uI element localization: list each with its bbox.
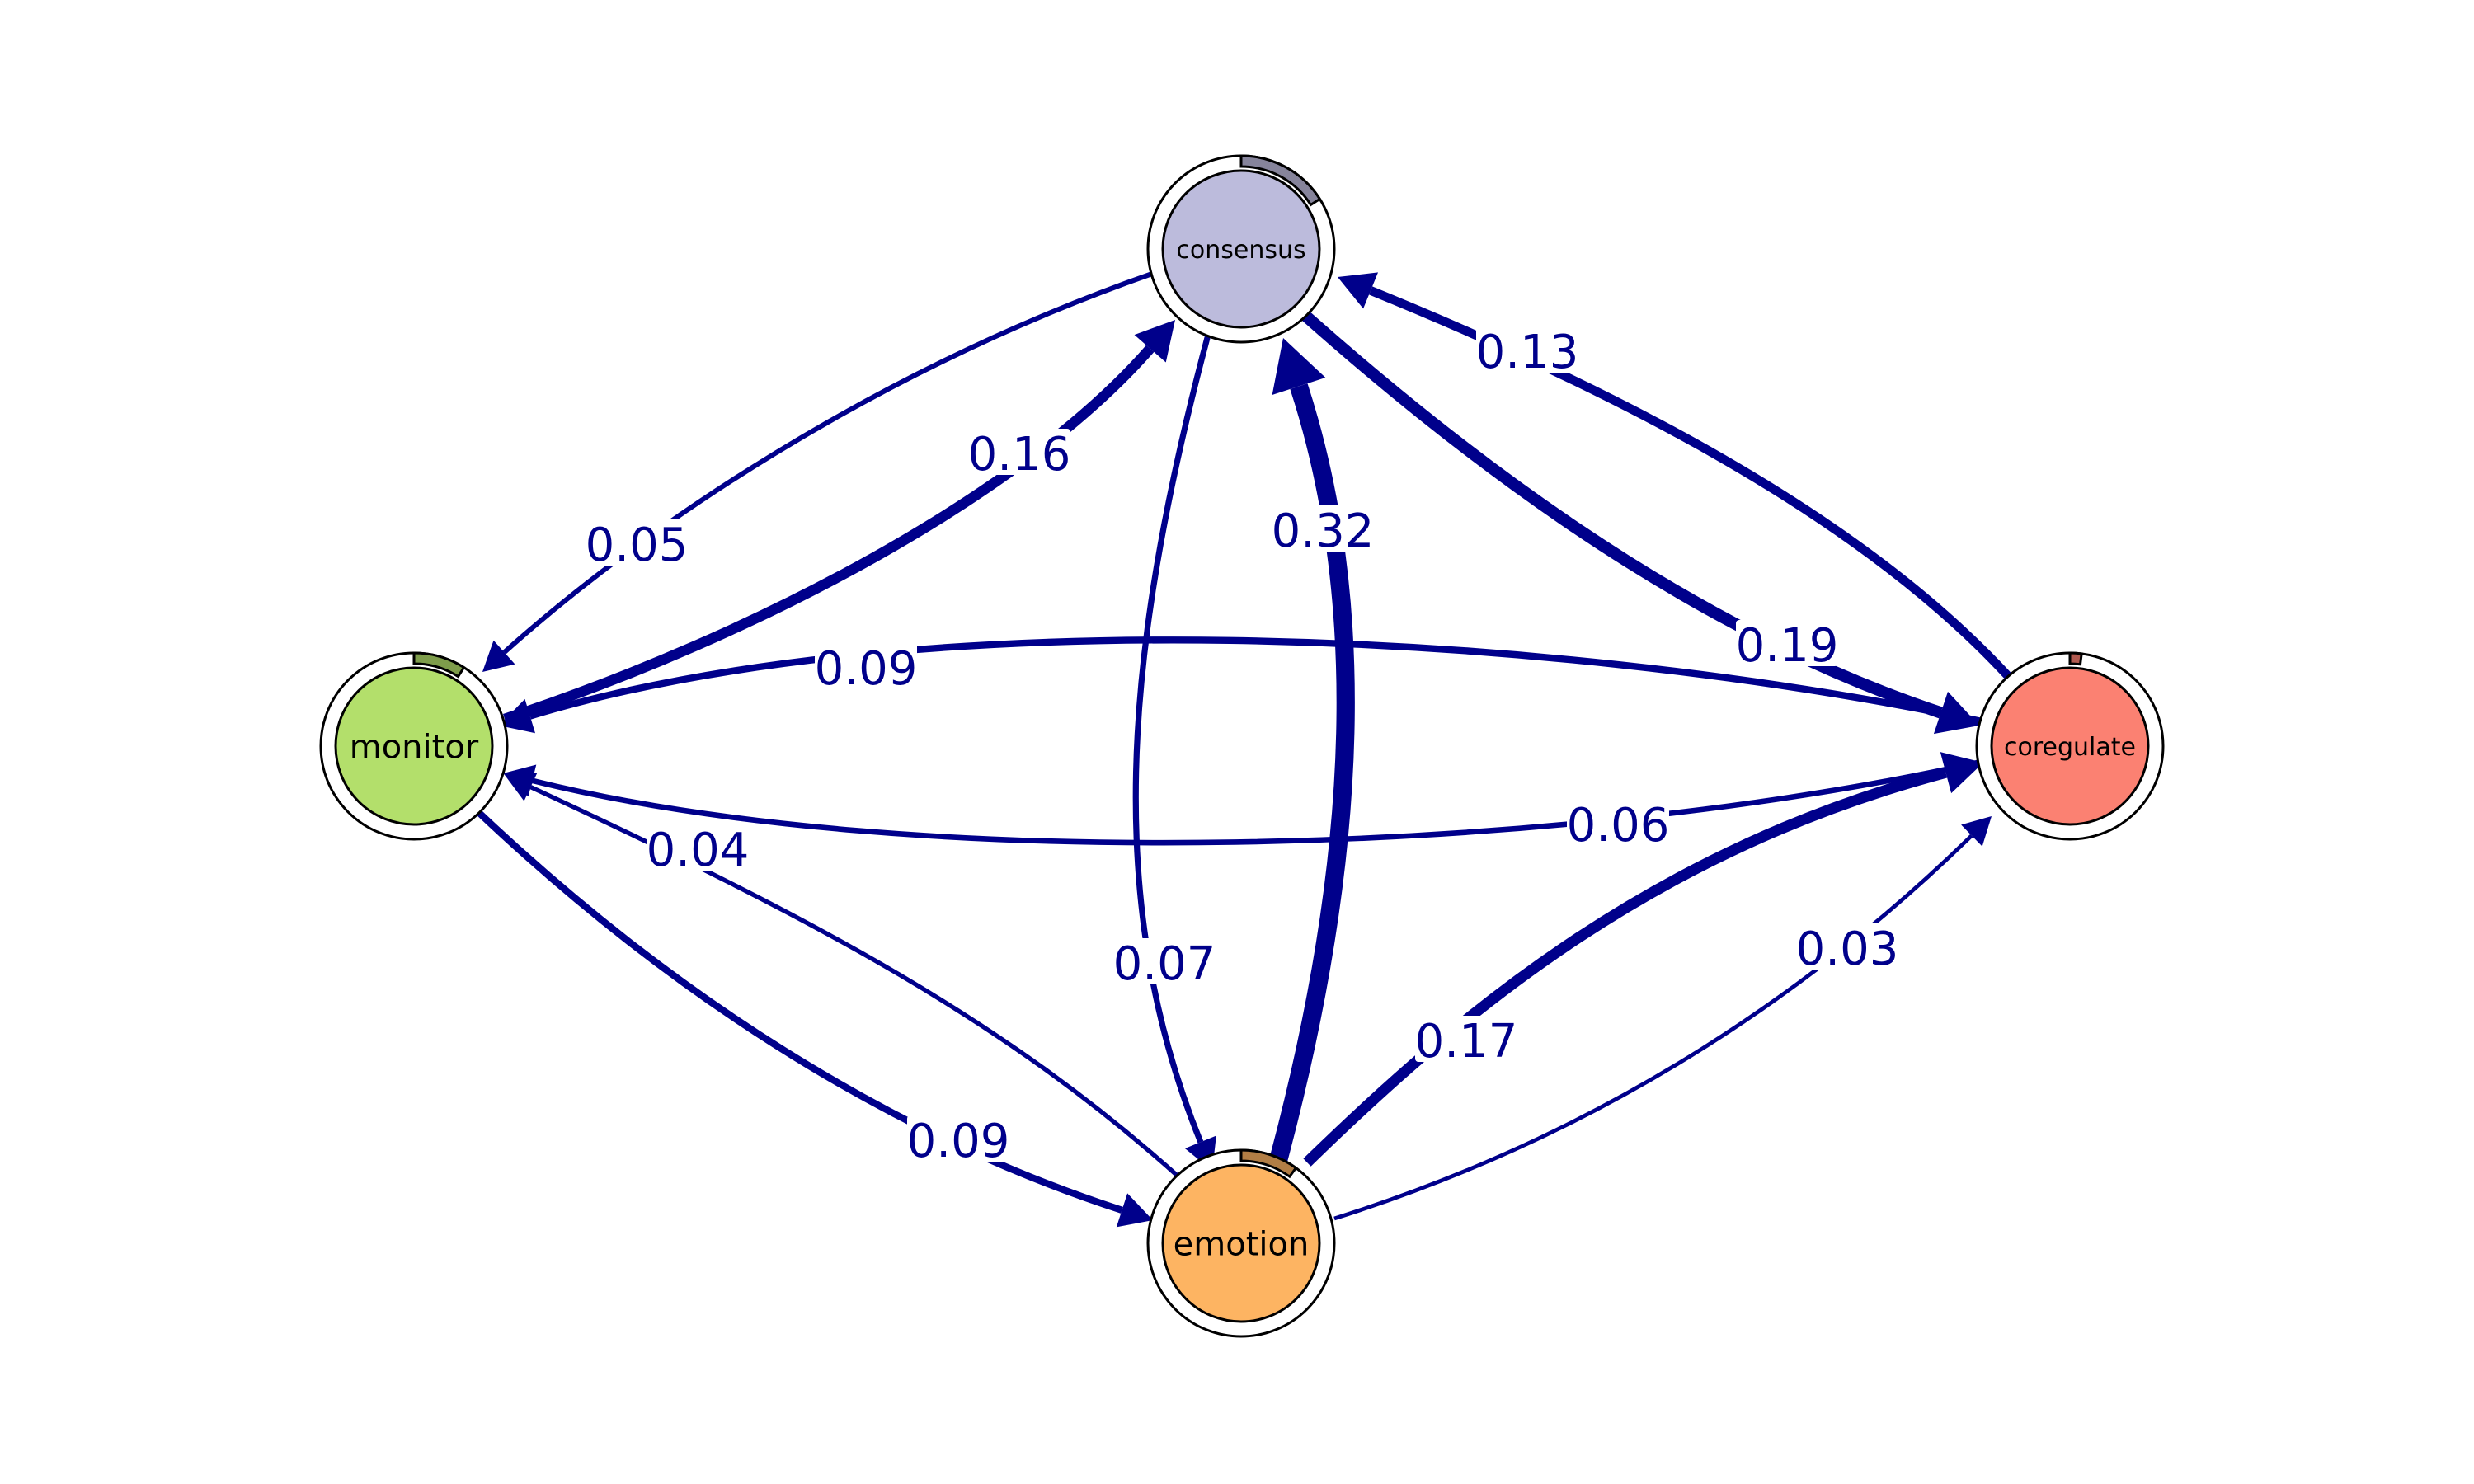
edge-label-emotion-to-monitor: 0.04 bbox=[647, 824, 750, 877]
edge-arrowhead bbox=[499, 698, 535, 734]
edge-label-consensus-to-coregulate: 0.19 bbox=[1736, 619, 1839, 673]
edge-label-background bbox=[1736, 620, 1838, 666]
edge-label-background bbox=[1415, 1016, 1517, 1062]
node-label: coregulate bbox=[2004, 733, 2136, 762]
node-pie-segment bbox=[2068, 651, 2083, 666]
node-circle bbox=[1161, 1163, 1321, 1323]
edge-line bbox=[529, 636, 1987, 726]
edge-line bbox=[1268, 383, 1355, 1169]
edge-line bbox=[531, 759, 1978, 846]
edge-weight-label: 0.03 bbox=[1796, 923, 1899, 976]
node-label: emotion bbox=[1174, 1225, 1310, 1263]
edge-arrowhead bbox=[1134, 320, 1175, 363]
edge-layer bbox=[476, 271, 2011, 1228]
edge-arrowhead bbox=[1272, 338, 1326, 395]
edge-weight-label: 0.09 bbox=[815, 642, 918, 696]
edge-label-background bbox=[647, 824, 749, 871]
edge-line bbox=[529, 785, 1181, 1180]
edge-weight-label: 0.16 bbox=[968, 428, 1071, 481]
edge-weight-label: 0.32 bbox=[1272, 505, 1375, 558]
edge-label-emotion-to-coregulate: 0.03 bbox=[1796, 923, 1899, 976]
edge-label-background bbox=[1272, 505, 1374, 552]
edge-line bbox=[1369, 286, 2011, 679]
edge-label-background bbox=[815, 643, 917, 689]
edge-weight-label: 0.07 bbox=[1113, 937, 1216, 991]
edge-monitor-to-emotion bbox=[476, 809, 1153, 1228]
edge-line bbox=[1300, 310, 1943, 719]
edge-label-emotion-to-coregulate: 0.17 bbox=[1415, 1015, 1518, 1068]
edge-arrowhead bbox=[482, 640, 515, 672]
node-consensus: consensus bbox=[1146, 154, 1336, 344]
edge-arrowhead bbox=[1961, 816, 1992, 847]
edge-line bbox=[476, 809, 1123, 1214]
node-label: monitor bbox=[350, 728, 479, 766]
edge-coregulate-to-monitor bbox=[499, 636, 1987, 734]
edge-arrowhead bbox=[505, 773, 538, 801]
edge-label-consensus-to-emotion: 0.07 bbox=[1113, 937, 1216, 991]
edge-label-consensus-to-monitor: 0.05 bbox=[586, 519, 689, 572]
edge-line bbox=[502, 271, 1153, 655]
edge-weight-label: 0.19 bbox=[1736, 619, 1839, 673]
node-pie-segment bbox=[1239, 1148, 1298, 1179]
edge-weight-label: 0.06 bbox=[1567, 799, 1670, 852]
node-emotion: emotion bbox=[1146, 1148, 1336, 1338]
edge-label-background bbox=[1113, 938, 1216, 984]
edge-weight-label: 0.13 bbox=[1476, 326, 1579, 379]
edge-consensus-to-emotion bbox=[1132, 334, 1216, 1171]
node-circle bbox=[334, 666, 494, 826]
edge-weight-label: 0.04 bbox=[647, 824, 750, 877]
edge-arrowhead bbox=[1940, 752, 1983, 794]
edge-arrowhead bbox=[1338, 272, 1379, 309]
edge-label-monitor-to-consensus: 0.16 bbox=[968, 428, 1071, 481]
edge-label-coregulate-to-monitor: 0.09 bbox=[815, 642, 918, 696]
node-circle bbox=[1161, 169, 1321, 329]
edge-weight-label: 0.05 bbox=[586, 519, 689, 572]
node-pie-segment bbox=[412, 651, 466, 679]
edge-label-coregulate-to-consensus: 0.13 bbox=[1476, 326, 1579, 379]
node-label: consensus bbox=[1176, 236, 1305, 265]
edge-label-background bbox=[907, 1115, 1009, 1162]
node-coregulate: coregulate bbox=[1975, 651, 2165, 841]
edge-arrowhead bbox=[1116, 1193, 1153, 1228]
edge-line bbox=[503, 345, 1155, 724]
edge-label-background bbox=[1567, 800, 1669, 846]
edge-label-monitor-to-emotion: 0.09 bbox=[907, 1115, 1010, 1168]
edge-line bbox=[1132, 334, 1211, 1144]
edge-label-background bbox=[1476, 326, 1578, 373]
edge-label-emotion-to-consensus: 0.32 bbox=[1272, 505, 1375, 558]
edge-emotion-to-consensus bbox=[1268, 338, 1355, 1169]
edge-label-background bbox=[968, 429, 1070, 475]
edge-emotion-to-coregulate bbox=[1333, 816, 1992, 1221]
edge-label-coregulate-to-monitor: 0.06 bbox=[1567, 799, 1670, 852]
edge-label-background bbox=[586, 519, 688, 566]
edge-monitor-to-consensus bbox=[503, 320, 1175, 724]
node-circle bbox=[1990, 666, 2150, 826]
edge-emotion-to-coregulate bbox=[1303, 752, 1983, 1167]
edge-line bbox=[1333, 834, 1973, 1221]
edge-coregulate-to-consensus bbox=[1338, 272, 2011, 679]
edge-label-layer: 0.05 0.16 0.32 0.07 0.13 0.19 0.09 0.06 0.04 0.09… bbox=[586, 326, 1899, 1168]
edge-consensus-to-monitor bbox=[482, 271, 1153, 672]
edge-label-background bbox=[1796, 923, 1898, 970]
edge-consensus-to-coregulate bbox=[1300, 310, 1979, 735]
node-layer: consensus monitor coregulate emotion bbox=[319, 154, 2165, 1338]
node-monitor: monitor bbox=[319, 651, 509, 841]
node-pie-segment bbox=[1239, 154, 1322, 207]
edge-line bbox=[1303, 767, 1948, 1167]
edge-weight-label: 0.17 bbox=[1415, 1015, 1518, 1068]
edge-weight-label: 0.09 bbox=[907, 1115, 1010, 1168]
edge-emotion-to-monitor bbox=[505, 773, 1181, 1180]
